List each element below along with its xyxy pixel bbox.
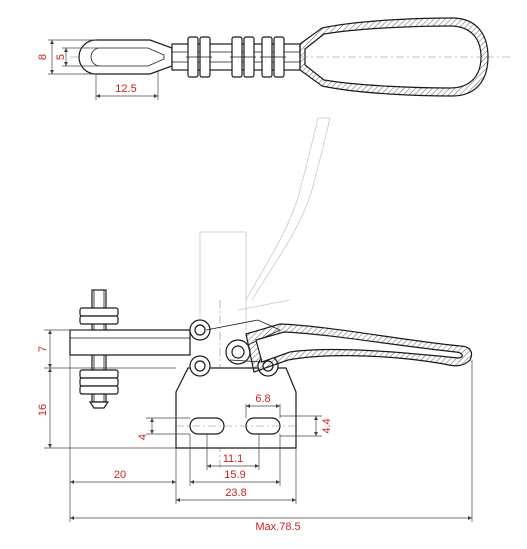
dim-hole-spacing-a-label: 11.1 — [223, 453, 244, 465]
dim-spindle-offset-label: 20 — [114, 469, 126, 481]
dim-slot-height-label: 4 — [137, 434, 149, 440]
open-position-ghost — [199, 117, 331, 330]
dim-base-height-label: 16 — [37, 404, 49, 416]
dim-inner-height-label: 5 — [55, 54, 67, 60]
dim-front-length-label: 12.5 — [115, 83, 136, 95]
side-view: 7 16 4 6.8 4.4 11.1 15.9 23.8 — [37, 117, 473, 533]
dim-slot-gap-label: 4.4 — [321, 418, 333, 433]
top-pivot-pin-2 — [230, 36, 256, 78]
dim-max-length-label: Max.78.5 — [255, 521, 300, 533]
top-arm-loop — [78, 39, 173, 75]
top-arm-slot — [90, 47, 165, 67]
bottom-nut — [79, 369, 119, 379]
clamp-arm — [69, 329, 191, 356]
top-pivot-pin-3 — [260, 36, 286, 78]
dim-base-width-label: 23.8 — [225, 487, 246, 499]
top-nut — [79, 307, 119, 317]
dim-hole-spacing-b-label: 15.9 — [224, 469, 245, 481]
top-view: 8 5 12.5 — [37, 17, 512, 100]
dim-slot-width-label: 6.8 — [255, 393, 270, 405]
dim-arm-height-label: 7 — [37, 346, 49, 352]
dim-outer-height-label: 8 — [37, 54, 49, 60]
base-plate — [175, 367, 297, 449]
top-pivot-pin-1 — [186, 36, 212, 78]
